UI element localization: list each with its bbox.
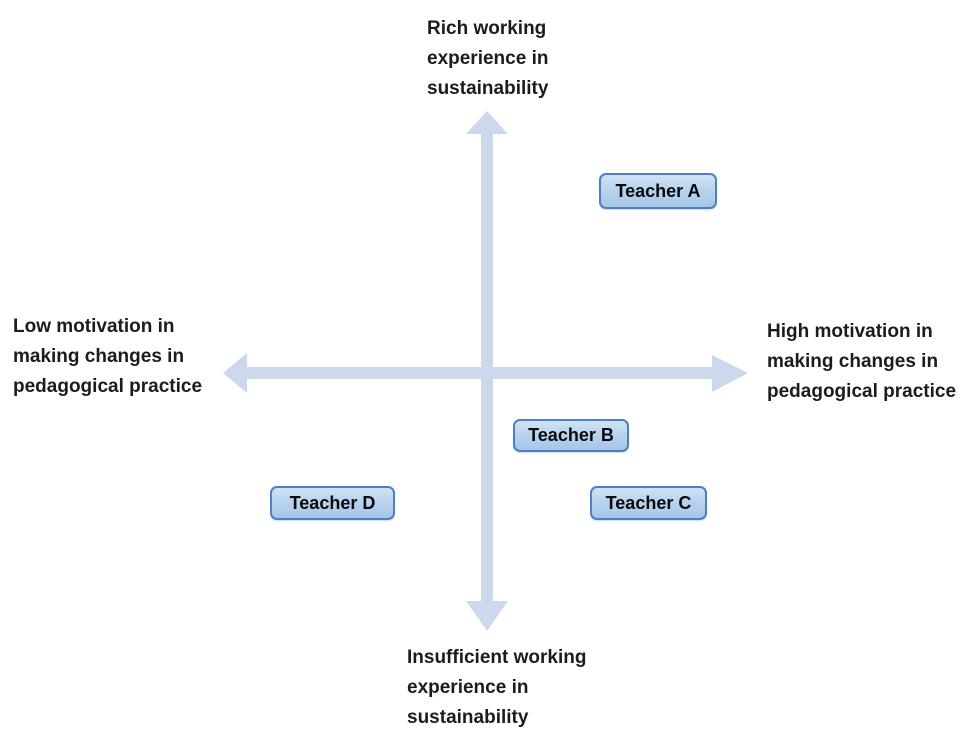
axis-label-bottom-line-3: sustainability [407,707,529,728]
axis-label-left-line-3: pedagogical practice [13,376,203,397]
axis-label-right-line-3: pedagogical practice [767,381,957,402]
axis-label-left-line-2: making changes in [13,346,185,367]
axis-label-top: Rich working experience in sustainabilit… [427,14,548,104]
axis-label-bottom: Insufficient working experience in susta… [407,643,586,733]
axis-label-right: High motivation in making changes in ped… [767,317,956,407]
teacher-d-box: Teacher D [270,486,395,520]
axis-label-right-line-2: making changes in [767,351,939,372]
axis-label-left-line-1: Low motivation in [13,316,175,337]
teacher-c-box: Teacher C [590,486,707,520]
teacher-a-box: Teacher A [599,173,717,209]
axis-label-top-line-2: experience in [427,48,549,69]
axis-label-top-line-1: Rich working [427,18,547,39]
teacher-b-box: Teacher B [513,419,629,452]
axis-label-right-line-1: High motivation in [767,321,933,342]
axis-label-bottom-line-1: Insufficient working [407,647,587,668]
axis-label-left: Low motivation in making changes in peda… [13,312,202,402]
horizontal-axis-arrow-icon [223,353,748,393]
axis-label-top-line-3: sustainability [427,78,549,99]
axis-label-bottom-line-2: experience in [407,677,529,698]
